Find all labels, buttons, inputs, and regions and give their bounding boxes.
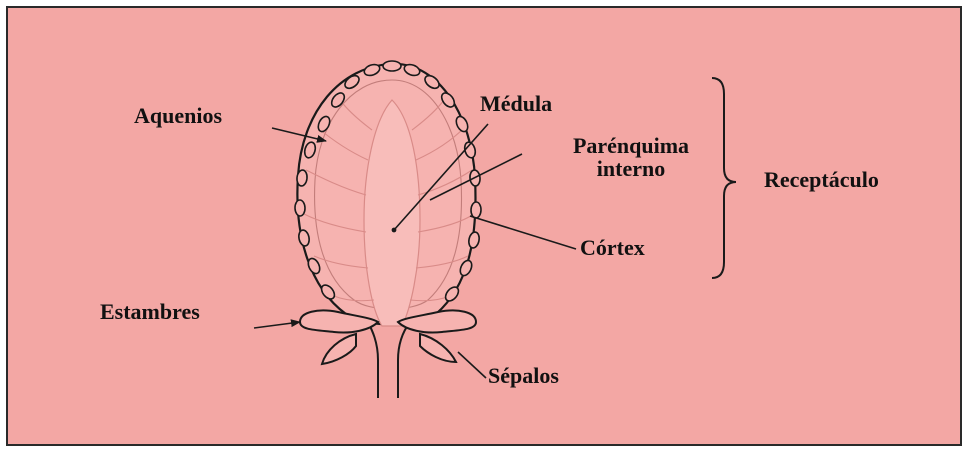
label-receptaculo: Receptáculo	[764, 168, 879, 191]
sepal-left	[322, 334, 356, 364]
label-medula: Médula	[480, 92, 552, 115]
label-parenquima-line1: Parénquima	[556, 134, 706, 157]
cortex-line	[470, 216, 576, 249]
medula-point	[392, 228, 397, 233]
achene	[383, 61, 401, 71]
label-aquenios: Aquenios	[134, 104, 222, 127]
label-cortex: Córtex	[580, 236, 645, 259]
estambres-arrow	[254, 322, 300, 328]
stem	[368, 322, 410, 398]
sepals	[322, 334, 456, 364]
sepalos-line	[458, 352, 486, 378]
label-estambres: Estambres	[100, 300, 200, 323]
achene	[471, 202, 482, 218]
label-parenquima: Parénquima interno	[556, 134, 706, 180]
receptaculo-brace	[712, 78, 736, 278]
label-parenquima-line2: interno	[556, 157, 706, 180]
label-sepalos: Sépalos	[488, 364, 559, 387]
achene	[295, 200, 306, 216]
sepal-right	[420, 334, 456, 362]
